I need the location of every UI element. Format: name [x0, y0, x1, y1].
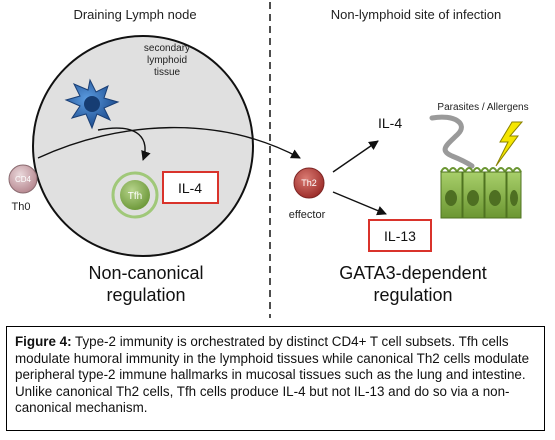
effector-label: effector: [289, 209, 326, 221]
right-regulation-label: GATA3-dependent regulation: [339, 263, 486, 305]
dendritic-cell-icon: [64, 78, 120, 130]
th0-label: Th0: [12, 201, 31, 213]
th2-il13-box: IL-13: [368, 219, 432, 252]
cd4-cell-label: CD4: [15, 175, 32, 184]
right-regulation-line-2: regulation: [373, 285, 452, 305]
right-regulation-line-1: GATA3-dependent: [339, 263, 486, 283]
th2-il13-label: IL-13: [384, 228, 416, 244]
th2-cell-label: Th2: [301, 178, 317, 188]
tissue-label-line-2: lymphoid: [147, 55, 187, 66]
lymphoid-tissue-label: secondary lymphoid tissue: [144, 43, 190, 78]
figure-caption: Figure 4: Type-2 immunity is orchestrate…: [6, 326, 545, 431]
right-panel-title: Non-lymphoid site of infection: [331, 7, 502, 22]
left-regulation-line-1: Non-canonical: [88, 263, 203, 283]
th2-to-il4-arrow: [332, 140, 379, 173]
allergen-lightning-icon: [495, 121, 524, 167]
caption-text: Type-2 immunity is orchestrated by disti…: [15, 334, 530, 416]
epithelium-icon: [440, 167, 522, 219]
th0-to-th2-arrow: [37, 126, 301, 159]
left-panel-title: Draining Lymph node: [73, 7, 196, 22]
tissue-label-line-3: tissue: [154, 67, 181, 78]
tfh-il4-label: IL-4: [178, 180, 202, 196]
left-regulation-label: Non-canonical regulation: [88, 263, 203, 305]
th2-cell: Th2: [293, 167, 325, 199]
tissue-label-line-1: secondary: [144, 43, 190, 54]
tfh-il4-box: IL-4: [162, 171, 219, 204]
parasite-icon: [429, 114, 475, 169]
parasites-allergens-label: Parasites / Allergens: [437, 102, 528, 113]
tfh-cell-label: Tfh: [128, 191, 142, 202]
tfh-cell: Tfh: [111, 171, 159, 219]
th2-il4-label: IL-4: [378, 115, 402, 131]
th2-to-il13-arrow: [332, 191, 387, 216]
left-regulation-line-2: regulation: [106, 285, 185, 305]
cd4-naive-cell: CD4: [8, 164, 38, 194]
caption-label: Figure 4:: [15, 334, 72, 349]
dc-to-tfh-arrow: [97, 127, 151, 161]
